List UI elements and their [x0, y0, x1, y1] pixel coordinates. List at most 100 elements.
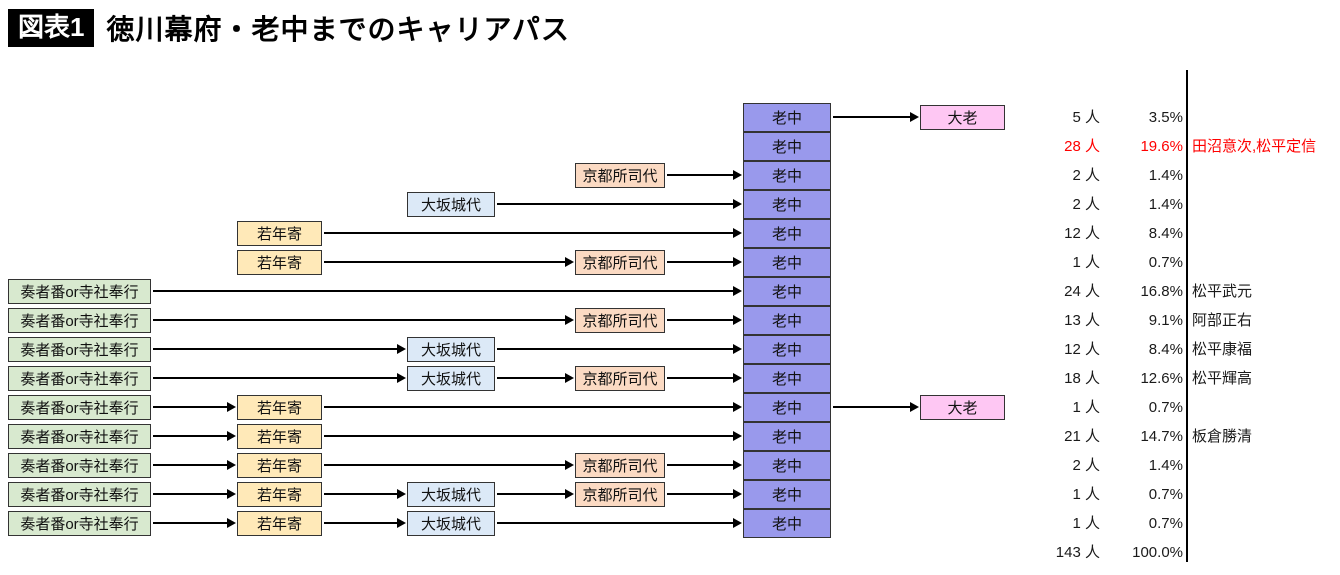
- flow-arrow: [153, 493, 228, 495]
- row-count: 21 人: [1064, 428, 1100, 445]
- flow-box-tairo: 大老: [920, 395, 1005, 420]
- row-percent: 8.4%: [1148, 225, 1183, 242]
- flow-box-kyoto: 京都所司代: [575, 482, 665, 507]
- row-count: 12 人: [1064, 225, 1100, 242]
- flow-arrow: [833, 406, 911, 408]
- row-count: 1 人: [1072, 399, 1100, 416]
- row-count: 2 人: [1072, 457, 1100, 474]
- row-percent: 16.8%: [1140, 283, 1183, 300]
- row-percent: 8.4%: [1148, 341, 1183, 358]
- flow-box-wakadoshiyori: 若年寄: [237, 511, 322, 536]
- flow-box-roju: 老中: [743, 480, 831, 509]
- row-percent: 1.4%: [1148, 457, 1183, 474]
- flow-arrow: [324, 522, 398, 524]
- flow-box-sousha: 奏者番or寺社奉行: [8, 366, 151, 391]
- flow-arrowhead-icon: [227, 518, 236, 528]
- flow-arrowhead-icon: [227, 489, 236, 499]
- flow-box-roju: 老中: [743, 277, 831, 306]
- row-percent: 14.7%: [1140, 428, 1183, 445]
- row-count: 1 人: [1072, 515, 1100, 532]
- flow-box-roju: 老中: [743, 451, 831, 480]
- flow-arrowhead-icon: [910, 402, 919, 412]
- flow-box-roju: 老中: [743, 161, 831, 190]
- flow-arrowhead-icon: [733, 373, 742, 383]
- figure-number-badge: 図表1: [8, 8, 95, 48]
- flow-box-roju: 老中: [743, 335, 831, 364]
- flow-arrowhead-icon: [565, 489, 574, 499]
- flow-arrowhead-icon: [565, 373, 574, 383]
- flow-box-kyoto: 京都所司代: [575, 453, 665, 478]
- flow-arrowhead-icon: [397, 489, 406, 499]
- flow-box-roju: 老中: [743, 509, 831, 538]
- row-count: 18 人: [1064, 370, 1100, 387]
- flow-box-sousha: 奏者番or寺社奉行: [8, 482, 151, 507]
- flow-arrow: [153, 319, 566, 321]
- flow-arrow: [153, 464, 228, 466]
- flow-arrowhead-icon: [733, 518, 742, 528]
- flow-box-osaka: 大坂城代: [407, 192, 495, 217]
- flow-box-roju: 老中: [743, 132, 831, 161]
- flow-arrowhead-icon: [733, 170, 742, 180]
- flow-box-wakadoshiyori: 若年寄: [237, 221, 322, 246]
- flow-box-kyoto: 京都所司代: [575, 366, 665, 391]
- row-count: 24 人: [1064, 283, 1100, 300]
- flow-arrow: [833, 116, 911, 118]
- row-note: 阿部正右: [1192, 312, 1253, 329]
- flow-box-sousha: 奏者番or寺社奉行: [8, 279, 151, 304]
- flow-box-sousha: 奏者番or寺社奉行: [8, 453, 151, 478]
- flow-box-kyoto: 京都所司代: [575, 250, 665, 275]
- row-percent: 3.5%: [1148, 109, 1183, 126]
- flow-box-sousha: 奏者番or寺社奉行: [8, 308, 151, 333]
- flow-box-kyoto: 京都所司代: [575, 163, 665, 188]
- page-title: 徳川幕府・老中までのキャリアパス: [106, 14, 570, 45]
- flow-box-wakadoshiyori: 若年寄: [237, 424, 322, 449]
- flow-box-kyoto: 京都所司代: [575, 308, 665, 333]
- row-count: 1 人: [1072, 486, 1100, 503]
- row-count: 13 人: [1064, 312, 1100, 329]
- row-percent: 0.7%: [1148, 515, 1183, 532]
- flow-box-wakadoshiyori: 若年寄: [237, 482, 322, 507]
- row-note: 松平康福: [1192, 341, 1253, 358]
- flow-box-wakadoshiyori: 若年寄: [237, 453, 322, 478]
- flow-box-osaka: 大坂城代: [407, 511, 495, 536]
- flow-box-tairo: 大老: [920, 105, 1005, 130]
- row-percent: 1.4%: [1148, 196, 1183, 213]
- flow-box-sousha: 奏者番or寺社奉行: [8, 511, 151, 536]
- flow-arrow: [324, 232, 734, 234]
- flow-arrow: [667, 261, 734, 263]
- flow-box-sousha: 奏者番or寺社奉行: [8, 337, 151, 362]
- flow-arrowhead-icon: [733, 286, 742, 296]
- flow-box-sousha: 奏者番or寺社奉行: [8, 424, 151, 449]
- flow-arrow: [324, 406, 734, 408]
- stats-divider-line: [1186, 70, 1188, 562]
- row-percent: 12.6%: [1140, 370, 1183, 387]
- flow-arrowhead-icon: [565, 315, 574, 325]
- row-note: 板倉勝清: [1192, 428, 1253, 445]
- flow-arrowhead-icon: [910, 112, 919, 122]
- flow-arrow: [497, 522, 734, 524]
- row-percent: 1.4%: [1148, 167, 1183, 184]
- row-count: 5 人: [1072, 109, 1100, 126]
- flow-box-roju: 老中: [743, 422, 831, 451]
- flow-arrowhead-icon: [397, 373, 406, 383]
- flow-arrowhead-icon: [227, 402, 236, 412]
- flow-arrow: [497, 493, 566, 495]
- flow-arrow: [324, 464, 566, 466]
- flow-arrow: [667, 493, 734, 495]
- flow-arrow: [324, 435, 734, 437]
- row-count: 28 人: [1064, 138, 1100, 155]
- flow-arrowhead-icon: [733, 257, 742, 267]
- flow-arrow: [153, 290, 734, 292]
- row-percent: 0.7%: [1148, 399, 1183, 416]
- total-count: 143 人: [1055, 544, 1100, 561]
- flow-arrow: [667, 174, 734, 176]
- flow-box-wakadoshiyori: 若年寄: [237, 250, 322, 275]
- row-note: 松平武元: [1192, 283, 1253, 300]
- flow-arrowhead-icon: [397, 518, 406, 528]
- page-header: 図表1 徳川幕府・老中までのキャリアパス: [8, 8, 570, 48]
- flow-arrowhead-icon: [733, 460, 742, 470]
- flow-arrowhead-icon: [227, 431, 236, 441]
- flow-box-wakadoshiyori: 若年寄: [237, 395, 322, 420]
- flow-arrow: [497, 203, 734, 205]
